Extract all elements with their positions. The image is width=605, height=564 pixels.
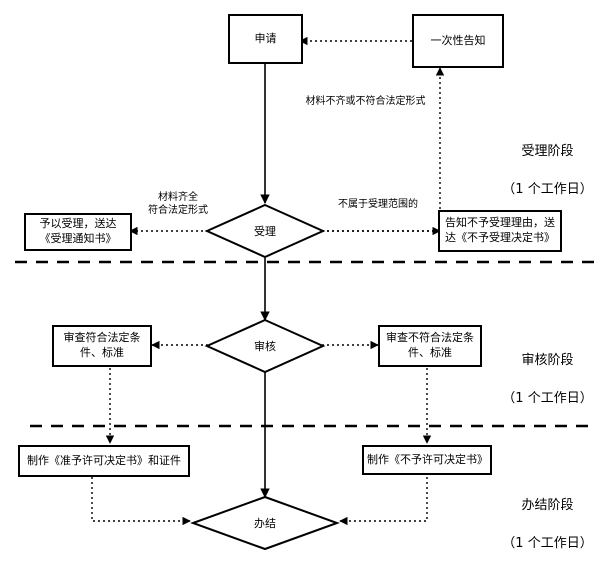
node-accept-label: 受理: [254, 225, 276, 238]
node-make-reject-label: 制作《不予许可决定书》: [367, 452, 488, 466]
edge-label-incomplete-materials: 材料不齐或不符合法定形式: [305, 96, 426, 107]
stage-label-finish-name: 办结阶段: [521, 497, 574, 513]
node-finish[interactable]: 办结: [190, 495, 340, 551]
review-diamond-shape: [204, 318, 326, 374]
node-apply-label: 申请: [254, 31, 277, 45]
stage-label-finish: 办结阶段 （1 个工作日）: [495, 478, 600, 564]
stage-label-review: 审核阶段 （1 个工作日）: [495, 333, 600, 427]
stage-label-review-name: 审核阶段: [521, 352, 574, 368]
stage-label-accept-duration: （1 个工作日）: [502, 181, 593, 197]
node-finish-label: 办结: [254, 517, 276, 530]
node-make-permit-label: 制作《准予许可决定书》和证件: [27, 453, 181, 467]
node-one-time-notice-label: 一次性告知: [430, 33, 486, 47]
node-review-fail[interactable]: 审查不符合法定条 件、标准: [378, 325, 482, 367]
edge-permit-to-finish: [91, 477, 191, 526]
node-one-time-notice[interactable]: 一次性告知: [412, 14, 504, 68]
edge-label-out-of-scope: 不属于受理范围的: [338, 199, 418, 210]
stage-label-accept-name: 受理阶段: [521, 143, 574, 159]
edge-accept-to-notice: [312, 67, 445, 232]
node-accept-no[interactable]: 告知不予受理理由，送 达《不予受理决定书》: [438, 210, 562, 252]
stage-label-review-duration: （1 个工作日）: [502, 390, 593, 406]
node-review-fail-label: 审查不符合法定条 件、标准: [386, 331, 474, 359]
node-review[interactable]: 审核: [204, 318, 326, 374]
node-review-pass[interactable]: 审查符合法定条 件、标准: [52, 325, 152, 367]
node-accept-yes[interactable]: 予以受理，送达 《受理通知书》: [24, 213, 132, 251]
stage-label-finish-duration: （1 个工作日）: [502, 535, 593, 551]
finish-diamond-shape: [190, 495, 340, 551]
node-accept-no-label: 告知不予受理理由，送 达《不予受理决定书》: [445, 216, 555, 244]
edge-reject-to-finish: [339, 477, 428, 526]
edge-label-materials-complete: 材料齐全 符合法定形式: [148, 192, 208, 216]
node-review-label: 审核: [254, 340, 276, 353]
stage-label-accept: 受理阶段 （1 个工作日）: [495, 124, 600, 218]
node-make-permit[interactable]: 制作《准予许可决定书》和证件: [18, 445, 190, 477]
node-make-reject[interactable]: 制作《不予许可决定书》: [362, 445, 492, 475]
node-accept[interactable]: 受理: [204, 203, 326, 259]
accept-diamond-shape: [204, 203, 326, 259]
node-apply[interactable]: 申请: [228, 14, 303, 64]
node-review-pass-label: 审查符合法定条 件、标准: [63, 331, 141, 359]
node-accept-yes-label: 予以受理，送达 《受理通知书》: [39, 217, 117, 245]
